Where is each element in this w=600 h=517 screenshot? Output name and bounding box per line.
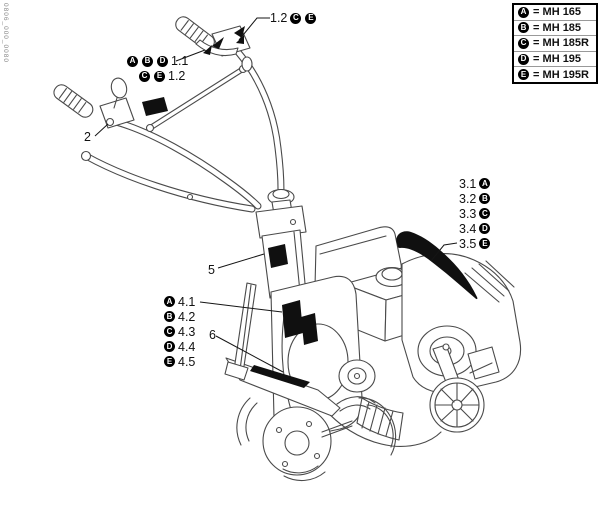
callout-5: 5 xyxy=(208,263,215,277)
variant-badge: A xyxy=(164,296,175,307)
callout-number: 5 xyxy=(208,263,215,277)
variant-badge: E xyxy=(154,70,165,82)
variant-badge: E xyxy=(305,12,317,24)
tube-bolt xyxy=(186,193,194,201)
variant-badge: E xyxy=(164,356,175,367)
blade-silhouette xyxy=(396,231,478,300)
right-grip xyxy=(175,16,215,51)
doc-code: 0806_000_0080 xyxy=(2,3,9,63)
variant-badge: C xyxy=(518,37,530,49)
model-legend: A = MH 165 B = MH 185 C = MH 185R D = MH… xyxy=(512,3,598,84)
tube-end-cap xyxy=(80,150,92,162)
callout-row: 3.1 A xyxy=(459,176,491,191)
callout-row: E 4.5 xyxy=(164,354,195,369)
variant-badge: C xyxy=(164,326,175,337)
callout-number: 3.1 xyxy=(459,176,477,191)
callout-row: A 4.1 xyxy=(164,294,195,309)
callout-1-2-top: 1.2 C E xyxy=(270,11,317,25)
callout-number: 2 xyxy=(84,130,91,144)
callout-1-2-left: C E 1.2 xyxy=(138,69,185,83)
legend-label: = MH 185R xyxy=(533,37,589,50)
handlebar-bolt xyxy=(105,117,115,127)
pointer-arrow xyxy=(234,26,245,38)
variant-badge: D xyxy=(479,223,491,234)
cover-sticker xyxy=(282,300,303,338)
variant-badge: A xyxy=(479,178,491,189)
variant-badge: B xyxy=(142,55,153,67)
callout-number: 4.3 xyxy=(178,324,196,339)
callout-number: 3.4 xyxy=(459,221,477,236)
variant-badge: C xyxy=(290,12,302,24)
variant-badge: A xyxy=(127,55,138,67)
variant-badge: D xyxy=(518,53,530,65)
callout-number: 4.2 xyxy=(178,309,196,324)
pointer-arrow xyxy=(212,37,224,49)
callout-number: 1.1 xyxy=(171,54,189,68)
callout-number: 4.4 xyxy=(178,339,196,354)
variant-badge: B xyxy=(518,22,530,34)
callout-2: 2 xyxy=(84,130,91,144)
legend-label: = MH 195 xyxy=(533,53,582,66)
tine-assembly xyxy=(224,282,397,481)
fender-sticker xyxy=(250,365,310,388)
variant-badge: C xyxy=(479,208,491,219)
left-grip xyxy=(53,84,94,118)
callout-number: 6 xyxy=(209,328,216,342)
legend-label: = MH 195R xyxy=(533,68,589,81)
lever-knob xyxy=(110,77,128,99)
leader-lines xyxy=(94,17,458,373)
callout-row: D 4.4 xyxy=(164,339,195,354)
variant-badge: E xyxy=(518,69,530,81)
callout-row: B 4.2 xyxy=(164,309,195,324)
callout-number: 3.2 xyxy=(459,191,477,206)
callout-row: 3.5 E xyxy=(459,236,491,251)
callout-row: 3.2 B xyxy=(459,191,491,206)
callout-group-4: A 4.1 B 4.2 C 4.3 D 4.4 E 4.5 xyxy=(164,294,195,369)
variant-badge: B xyxy=(164,311,175,322)
column-sticker xyxy=(268,244,288,268)
legend-row: D = MH 195 xyxy=(514,50,596,67)
callout-row: 3.3 C xyxy=(459,206,491,221)
variant-badge: D xyxy=(164,341,175,352)
cover-sticker xyxy=(301,313,318,345)
transport-wheel xyxy=(429,377,485,433)
callout-1-1: A B D 1.1 xyxy=(126,54,188,68)
callout-6: 6 xyxy=(209,328,216,342)
variant-badge: C xyxy=(139,70,150,82)
legend-row: E = MH 195R xyxy=(514,66,596,82)
legend-row: A = MH 165 xyxy=(514,5,596,20)
callout-number: 4.5 xyxy=(178,354,196,369)
callout-group-3: 3.1 A 3.2 B 3.3 C 3.4 D 3.5 E xyxy=(459,176,491,251)
legend-label: = MH 185 xyxy=(533,21,582,34)
engine xyxy=(270,226,522,447)
handlebar-sticker xyxy=(142,97,168,116)
callout-number: 3.3 xyxy=(459,206,477,221)
callout-row: 3.4 D xyxy=(459,221,491,236)
legend-row: B = MH 185 xyxy=(514,19,596,36)
tube-cap xyxy=(241,56,253,72)
brace-bolt xyxy=(145,123,155,133)
callout-number: 3.5 xyxy=(459,236,477,251)
legend-row: C = MH 185R xyxy=(514,35,596,51)
variant-badge: E xyxy=(479,238,491,249)
callout-number: 1.2 xyxy=(168,69,186,83)
variant-badge: A xyxy=(518,6,530,18)
callout-number: 4.1 xyxy=(178,294,196,309)
variant-badge: B xyxy=(479,193,491,204)
callout-row: C 4.3 xyxy=(164,324,195,339)
callout-number: 1.2 xyxy=(270,11,288,25)
legend-label: = MH 165 xyxy=(533,6,582,19)
variant-badge: D xyxy=(157,55,168,67)
